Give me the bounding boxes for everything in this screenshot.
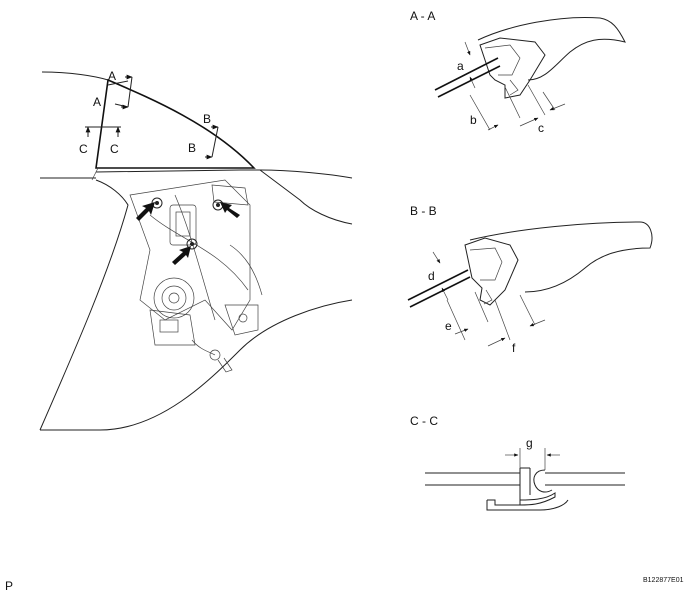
figure-code: B122877E01 xyxy=(643,577,684,584)
label-b-lower: B xyxy=(188,141,196,155)
door-inner-edge xyxy=(91,167,99,181)
section-marker-a: A A xyxy=(93,69,133,110)
bolt-3 xyxy=(186,238,198,250)
label-a-lower: A xyxy=(93,95,101,109)
dim-a: a xyxy=(457,59,464,73)
dim-b: b xyxy=(470,113,477,127)
cc-glass-left xyxy=(425,472,520,486)
aa-glass xyxy=(434,57,499,91)
corner-letter: P xyxy=(5,579,13,593)
body-wheel-arch xyxy=(40,299,353,431)
bb-molding xyxy=(464,237,519,306)
body-upper-line xyxy=(41,71,109,81)
aa-panel xyxy=(477,17,626,81)
aa-molding xyxy=(479,37,546,99)
section-marker-c: C C xyxy=(79,126,121,156)
dim-c: c xyxy=(538,121,544,135)
section-aa-title: A - A xyxy=(410,9,435,23)
label-c-left: C xyxy=(79,142,88,156)
dim-d: d xyxy=(428,269,435,283)
bb-glass xyxy=(407,269,469,301)
cc-glass-right xyxy=(545,472,625,486)
dim-g: g xyxy=(526,436,533,450)
window-regulator xyxy=(129,179,263,373)
label-a-upper: A xyxy=(108,69,116,83)
bolt-arrow-2 xyxy=(220,202,240,218)
body-rear-line xyxy=(259,169,353,225)
section-aa: A - A a b c xyxy=(410,9,626,135)
section-marker-b: B B xyxy=(188,112,219,160)
section-bb-title: B - B xyxy=(410,204,437,218)
dim-f: f xyxy=(512,341,516,355)
bolt-arrow-3 xyxy=(172,246,191,265)
bolt-arrow-1 xyxy=(136,202,155,221)
section-cc-title: C - C xyxy=(410,414,438,428)
body-lower-sweep xyxy=(39,179,129,431)
bb-panel xyxy=(469,221,653,293)
belt-line xyxy=(40,169,353,179)
quarter-glass-outline xyxy=(95,78,256,169)
section-bb: B - B d e f xyxy=(407,204,653,355)
cc-divider xyxy=(519,467,531,505)
label-b-upper: B xyxy=(203,112,211,126)
dim-e: e xyxy=(445,319,452,333)
section-cc: C - C g xyxy=(410,414,625,511)
label-c-right: C xyxy=(110,142,119,156)
main-door-view: A A B B C C xyxy=(39,69,353,431)
